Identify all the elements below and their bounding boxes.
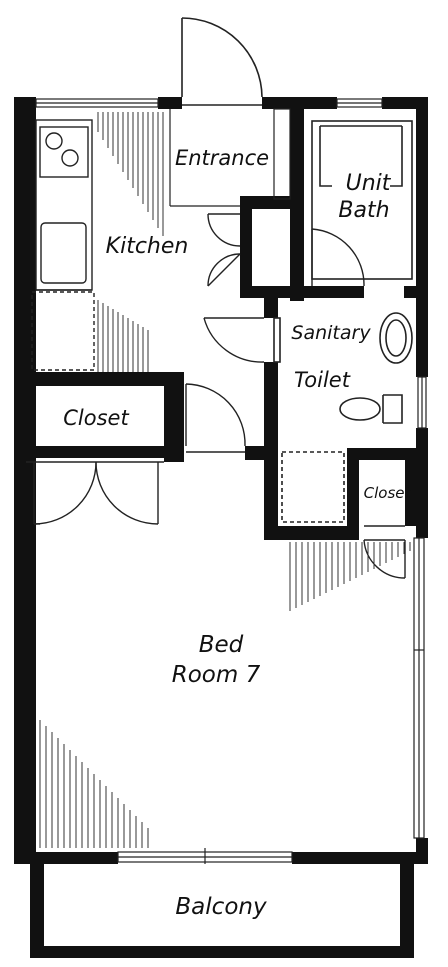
small-closet-door xyxy=(363,525,406,579)
balcony xyxy=(30,864,414,958)
label-closet-right: Closet xyxy=(364,484,412,502)
closet-south-wall xyxy=(26,446,184,458)
label-entrance: Entrance xyxy=(175,146,269,170)
balcony-east-rail xyxy=(400,864,414,958)
washbasin xyxy=(379,312,413,364)
label-bedroom-1: Bed xyxy=(199,632,244,658)
interior-walls xyxy=(26,109,428,540)
kitchen-sink xyxy=(40,222,87,284)
toilet-bowl xyxy=(339,397,381,421)
small-closet-east-jamb xyxy=(405,460,416,526)
entrance-fittings xyxy=(169,108,291,207)
north-wall-mid xyxy=(158,97,182,109)
windows xyxy=(35,98,427,864)
closet-doors xyxy=(26,461,164,525)
balcony-west-rail xyxy=(30,864,44,958)
south-wall-east xyxy=(292,852,428,864)
label-bedroom-2: Room 7 xyxy=(172,662,261,688)
label-unit-bath-1: Unit xyxy=(346,171,392,196)
washroom-west-wall xyxy=(240,196,252,290)
south-wall-west xyxy=(14,852,118,864)
toilet-fixtures xyxy=(273,312,413,523)
north-wall-east-a xyxy=(262,97,337,109)
north-wall-west-stub xyxy=(14,97,34,109)
burner-icon xyxy=(45,132,63,150)
label-unit-bath-2: Bath xyxy=(338,198,389,223)
east-wall-corner xyxy=(416,838,428,864)
bedroom-door-east-jamb xyxy=(245,446,278,460)
toilet-south-wall xyxy=(264,526,359,540)
label-sanitary: Sanitary xyxy=(291,322,371,344)
washing-machine-space xyxy=(281,451,345,523)
small-closet-west-wall xyxy=(347,448,359,540)
west-wall xyxy=(14,97,36,862)
unit-bath-box xyxy=(311,120,413,280)
kitchen-counter xyxy=(35,119,93,291)
toilet-wall-stub xyxy=(264,298,278,318)
label-kitchen: Kitchen xyxy=(106,234,189,259)
label-closet-left: Closet xyxy=(63,406,129,430)
east-wall-mid xyxy=(416,428,428,538)
light-hatching xyxy=(39,112,411,848)
entrance-door xyxy=(181,17,263,106)
washroom-south-wall xyxy=(240,286,304,298)
shoe-cabinet xyxy=(273,108,291,200)
closet-east-wall xyxy=(164,372,184,462)
small-closet-north-wall xyxy=(347,448,428,460)
balcony-south-rail xyxy=(30,946,414,958)
closet-north-wall xyxy=(26,372,178,386)
bathtub-edge xyxy=(319,126,332,187)
label-toilet: Toilet xyxy=(294,368,351,392)
fridge-space xyxy=(31,291,95,371)
sanitary-door-frame xyxy=(273,317,281,363)
unit-bath-fixtures xyxy=(311,120,413,280)
label-balcony: Balcony xyxy=(175,894,267,920)
toilet-tank xyxy=(382,394,403,424)
kitchen-fixtures xyxy=(31,119,95,371)
room-labels: Entrance Unit Bath Kitchen Sanitary Toil… xyxy=(63,146,411,920)
stove xyxy=(39,126,89,178)
east-wall-upper xyxy=(416,97,428,377)
outer-walls xyxy=(14,97,428,864)
bath-south-wall-a xyxy=(304,286,364,298)
bath-south-wall-b xyxy=(404,286,428,298)
burner-icon xyxy=(61,149,79,167)
